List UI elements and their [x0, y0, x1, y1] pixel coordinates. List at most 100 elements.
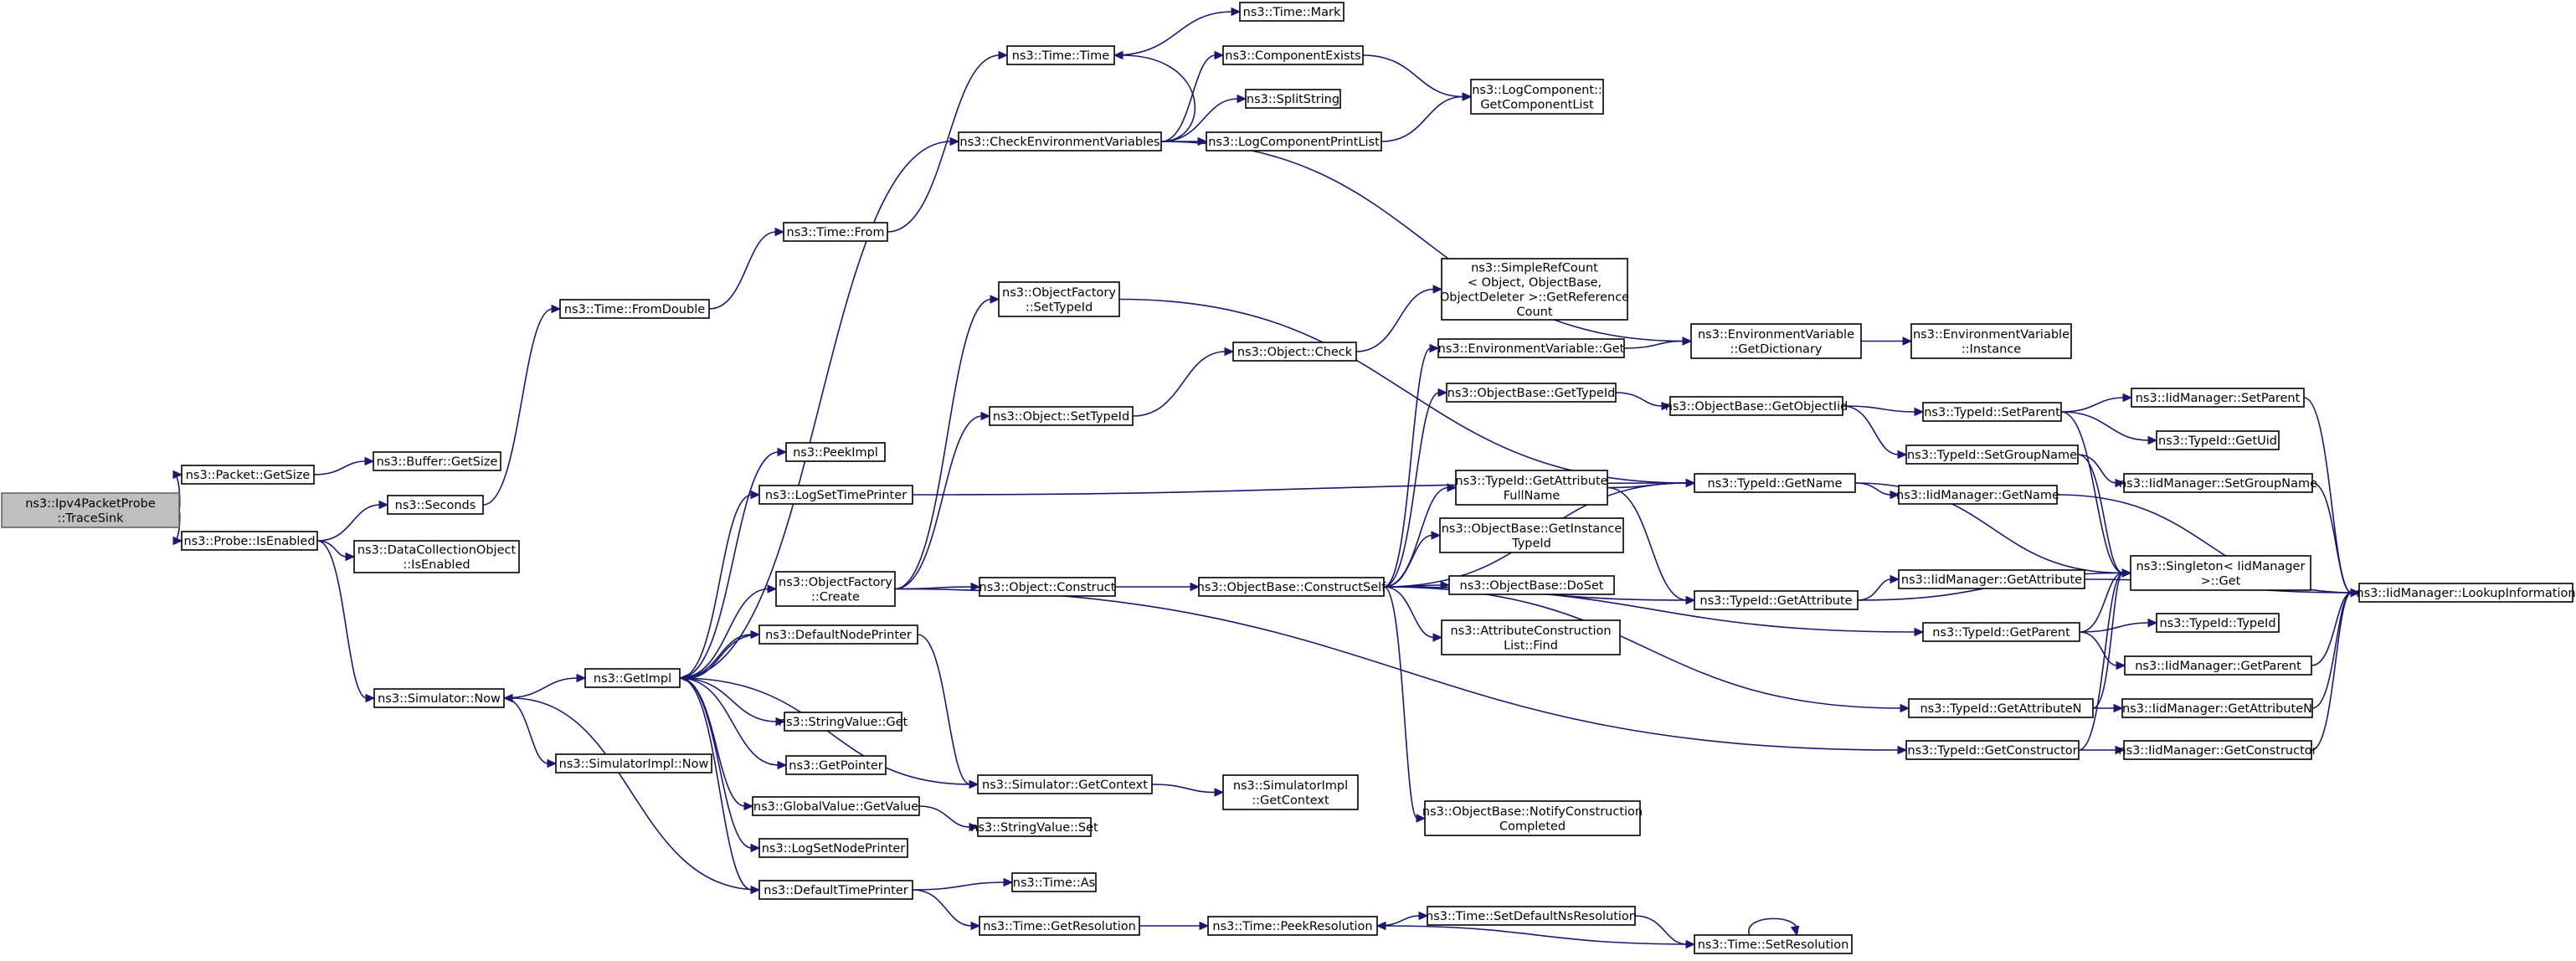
node-ns3-defaulttimeprinter[interactable]: ns3::DefaultTimePrinter — [758, 880, 913, 900]
node-ns3-defaultnodeprinter[interactable]: ns3::DefaultNodePrinter — [758, 624, 918, 645]
node-ns3-globalvalue-getvalue[interactable]: ns3::GlobalValue::GetValue — [752, 796, 920, 816]
node-ns3-componentexists[interactable]: ns3::ComponentExists — [1222, 45, 1364, 65]
node-ns3-time-setresolution[interactable]: ns3::Time::SetResolution — [1694, 934, 1853, 954]
node-box — [181, 465, 315, 485]
node-ns3-typeid-setparent[interactable]: ns3::TypeId::SetParent — [1922, 402, 2062, 422]
node-ns3-object-settypeid[interactable]: ns3::Object::SetTypeId — [989, 406, 1134, 426]
node-ns3-logcomponent-getcomponentlist[interactable]: ns3::LogComponent::GetComponentList — [1470, 79, 1604, 115]
node-label: ns3::ObjectBase::DoSet — [1460, 579, 1604, 593]
call-edge — [679, 447, 788, 679]
node-box — [2123, 740, 2312, 760]
node-ns3-time-mark[interactable]: ns3::Time::Mark — [1239, 2, 1345, 22]
call-edge — [679, 677, 761, 853]
node-ns3-objectfactory-create[interactable]: ns3::ObjectFactory::Create — [775, 571, 896, 607]
call-edge — [1151, 784, 1225, 797]
node-ns3-iidmanager-getattributen[interactable]: ns3::IidManager::GetAttributeN — [2121, 698, 2313, 718]
node-ns3-environmentvariable-instance[interactable]: ns3::EnvironmentVariable::Instance — [1910, 323, 2072, 359]
call-edge — [679, 677, 786, 727]
node-ns3-typeid-getconstructor[interactable]: ns3::TypeId::GetConstructor — [1905, 740, 2080, 760]
node-ns3-getimpl[interactable]: ns3::GetImpl — [584, 668, 681, 688]
node-ns3-environmentvariable-get[interactable]: ns3::EnvironmentVariable::Get — [1437, 338, 1625, 358]
node-label: ::GetContext — [1252, 794, 1329, 807]
node-ns3-iidmanager-setgroupname[interactable]: ns3::IidManager::SetGroupName — [2119, 473, 2317, 493]
node-ns3-time-from[interactable]: ns3::Time::From — [783, 222, 888, 242]
node-ns3-time-getresolution[interactable]: ns3::Time::GetResolution — [979, 916, 1140, 936]
call-edge — [894, 411, 991, 590]
node-ns3-iidmanager-getparent[interactable]: ns3::IidManager::GetParent — [2124, 655, 2312, 676]
node-ns3-typeid-typeid[interactable]: ns3::TypeId::TypeId — [2156, 613, 2280, 633]
node-ns3-singleton-iidmanager-get[interactable]: ns3::Singleton< IidManager >::Get — [2130, 555, 2311, 591]
call-edge — [2060, 411, 2158, 445]
node-ns3-typeid-getuid[interactable]: ns3::TypeId::GetUid — [2156, 430, 2280, 450]
node-ns3-objectbase-getobjectiid[interactable]: ns3::ObjectBase::GetObjectIid — [1665, 396, 1848, 416]
node-ns3-time-as[interactable]: ns3::Time::As — [1011, 872, 1097, 892]
call-edge — [679, 136, 960, 679]
node-box — [1222, 774, 1359, 810]
call-edge — [1160, 94, 1247, 142]
node-box — [979, 916, 1140, 936]
node-ns3-typeid-getname[interactable]: ns3::TypeId::GetName — [1694, 473, 1856, 493]
node-ns3-simulatorimpl-getcontext[interactable]: ns3::SimulatorImpl::GetContext — [1222, 774, 1359, 810]
call-edge — [678, 634, 760, 683]
node-box — [1694, 590, 1859, 610]
node-ns3-packet-getsize[interactable]: ns3::Packet::GetSize — [181, 465, 315, 485]
node-ns3-time-setdefaultnsresolution[interactable]: ns3::Time::SetDefaultNsResolution — [1426, 906, 1637, 926]
node-ns3-simulatorimpl-now[interactable]: ns3::SimulatorImpl::Now — [555, 753, 712, 773]
node-ns3-object-construct[interactable]: ns3::Object::Construct — [979, 577, 1116, 597]
node-ns3-iidmanager-getname[interactable]: ns3::IidManager::GetName — [1896, 485, 2059, 505]
node-ns3-time-fromdouble[interactable]: ns3::Time::FromDouble — [559, 299, 710, 319]
call-edge — [1383, 343, 1440, 588]
node-ns3-checkenvironmentvariables[interactable]: ns3::CheckEnvironmentVariables — [958, 131, 1162, 152]
node-ns3-time-time[interactable]: ns3::Time::Time — [1006, 45, 1115, 65]
node-label: ns3::ComponentExists — [1225, 49, 1361, 63]
node-ns3-buffer-getsize[interactable]: ns3::Buffer::GetSize — [373, 451, 501, 471]
node-ns3-simulator-now[interactable]: ns3::Simulator::Now — [373, 688, 505, 708]
node-label: ns3::Buffer::GetSize — [377, 455, 498, 469]
node-ns3-iidmanager-getconstructor[interactable]: ns3::IidManager::GetConstructor — [2118, 740, 2317, 760]
node-ns3-peekimpl[interactable]: ns3::PeekImpl — [785, 442, 886, 462]
call-edge — [887, 50, 1009, 233]
node-ns3-objectbase-doset[interactable]: ns3::ObjectBase::DoSet — [1448, 575, 1615, 595]
node-ns3-object-check[interactable]: ns3::Object::Check — [1232, 342, 1357, 362]
node-label: >::Get — [2201, 574, 2241, 588]
node-ns3-time-peekresolution[interactable]: ns3::Time::PeekResolution — [1207, 916, 1378, 936]
node-ns3-objectbase-constructself[interactable]: ns3::ObjectBase::ConstructSelf — [1197, 577, 1386, 597]
node-label: ns3::PeekImpl — [793, 446, 878, 460]
node-ns3-simulator-getcontext[interactable]: ns3::Simulator::GetContext — [977, 774, 1153, 794]
node-box — [1245, 89, 1341, 109]
node-ns3-typeid-getattributen[interactable]: ns3::TypeId::GetAttributeN — [1908, 698, 2094, 718]
node-box — [1006, 45, 1115, 65]
call-edge — [482, 304, 562, 506]
node-label: ns3::GetPointer — [789, 759, 883, 773]
node-ns3-iidmanager-lookupinformation[interactable]: ns3::IidManager::LookupInformation — [2356, 583, 2576, 603]
node-label: ns3::Packet::GetSize — [186, 469, 311, 482]
node-ns3-stringvalue-set[interactable]: ns3::StringValue::Set — [970, 817, 1098, 837]
node-ns3-stringvalue-get[interactable]: ns3::StringValue::Get — [779, 712, 908, 732]
node-ns3-objectbase-notifyconstructioncompleted[interactable]: ns3::ObjectBase::NotifyConstructionCompl… — [1422, 800, 1643, 836]
node-label: ns3::GlobalValue::GetValue — [753, 800, 918, 814]
node-ns3-typeid-getparent[interactable]: ns3::TypeId::GetParent — [1922, 622, 2080, 642]
node-ns3-datacollectionobject-isenabled[interactable]: ns3::DataCollectionObject::IsEnabled — [353, 540, 520, 573]
node-ns3-typeid-setgroupname[interactable]: ns3::TypeId::SetGroupName — [1905, 445, 2079, 465]
node-ns3-logsetnodeprinter[interactable]: ns3::LogSetNodePrinter — [758, 838, 908, 858]
node-ns3-logsettimeprinter[interactable]: ns3::LogSetTimePrinter — [758, 485, 913, 505]
node-box — [758, 838, 908, 858]
node-ns3-objectbase-gettypeid[interactable]: ns3::ObjectBase::GetTypeId — [1446, 383, 1617, 403]
node-ns3-simplerefcount-object-objectbase-objectdeleter-getreferencecount[interactable]: ns3::SimpleRefCount< Object, ObjectBase,… — [1440, 258, 1629, 321]
node-label: ::Instance — [1962, 342, 2022, 356]
node-ns3-iidmanager-getattribute[interactable]: ns3::IidManager::GetAttribute — [1898, 569, 2085, 589]
node-ns3-objectfactory-settypeid[interactable]: ns3::ObjectFactory::SetTypeId — [998, 281, 1120, 317]
call-edge — [316, 500, 389, 542]
node-ns3-probe-isenabled[interactable]: ns3::Probe::IsEnabled — [181, 531, 318, 551]
node-ns3-environmentvariable-getdictionary[interactable]: ns3::EnvironmentVariable::GetDictionary — [1690, 323, 1862, 359]
node-ns3-getpointer[interactable]: ns3::GetPointer — [785, 755, 887, 775]
node-ns3-typeid-getattribute[interactable]: ns3::TypeId::GetAttribute — [1694, 590, 1859, 610]
node-ns3-iidmanager-setparent[interactable]: ns3::IidManager::SetParent — [2131, 388, 2305, 408]
node-ns3-logcomponentprintlist[interactable]: ns3::LogComponentPrintList — [1206, 131, 1382, 152]
node-ns3-seconds[interactable]: ns3::Seconds — [387, 495, 484, 515]
call-edge — [1113, 7, 1242, 56]
node-ns3-splitstring[interactable]: ns3::SplitString — [1245, 89, 1341, 109]
